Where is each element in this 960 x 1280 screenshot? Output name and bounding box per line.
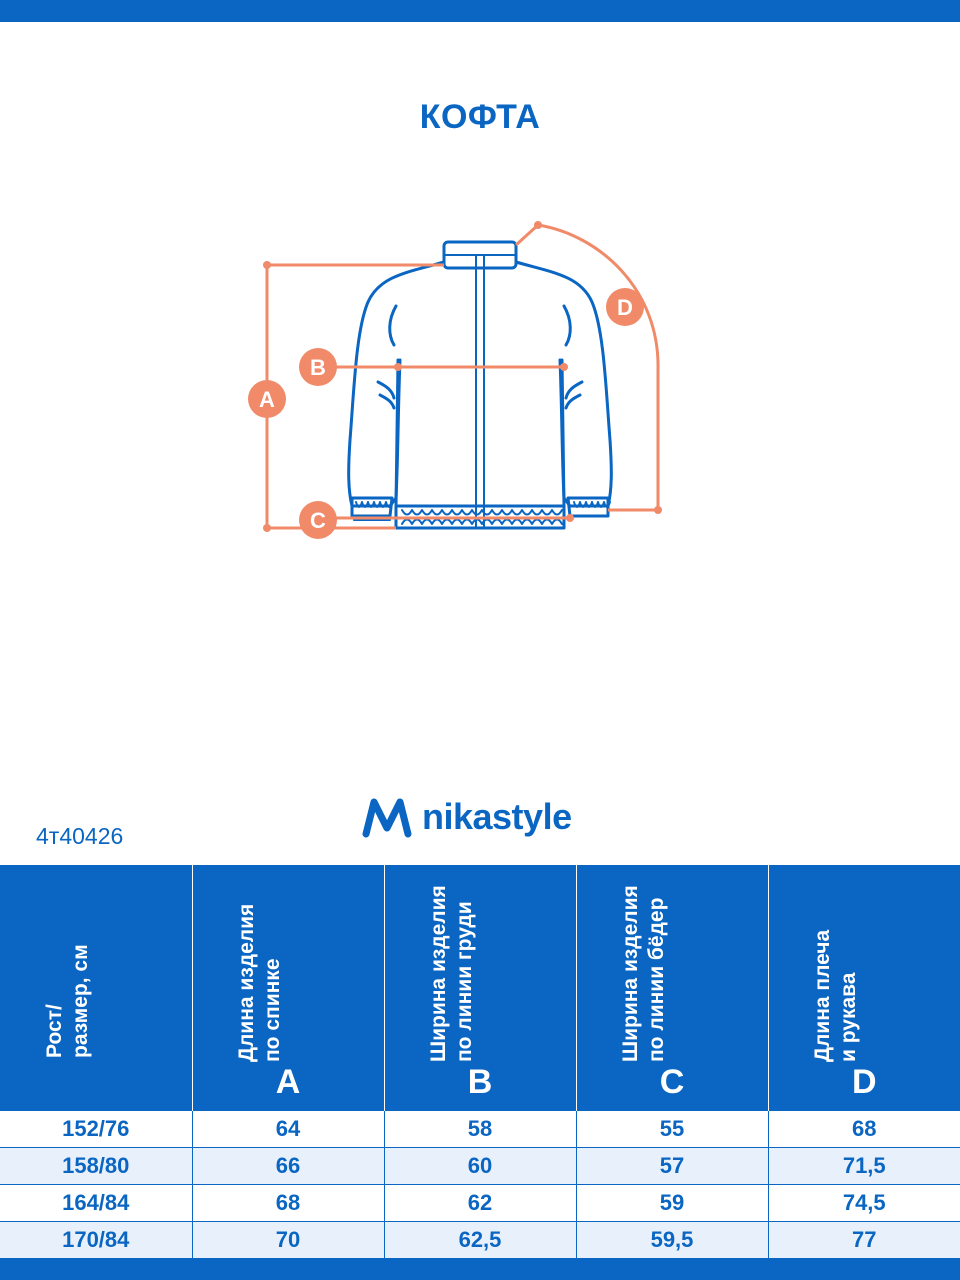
table-cell: 64 <box>191 1110 385 1148</box>
table-cell: 62,5 <box>383 1221 577 1259</box>
header-line: Ширина изделия <box>619 885 642 1062</box>
table-cell: 74,5 <box>767 1184 960 1222</box>
table-cell: 59,5 <box>575 1221 769 1259</box>
jacket-drawing <box>347 240 613 530</box>
table-row: 170/84 70 62,5 59,5 77 <box>0 1221 960 1259</box>
bottom-bar <box>0 1258 960 1280</box>
header-line: Длина изделия <box>235 903 258 1062</box>
page-title: КОФТА <box>419 98 541 136</box>
table-header-row: Рост/ размер, см Длина изделия по спинке… <box>0 865 960 1111</box>
svg-text:A: A <box>259 387 275 412</box>
header-b-chest-width: Ширина изделия по линии груди B <box>383 865 577 1111</box>
size-table: Рост/ размер, см Длина изделия по спинке… <box>0 865 960 1259</box>
svg-text:B: B <box>310 355 326 380</box>
table-cell: 66 <box>191 1147 385 1185</box>
table-cell: 60 <box>383 1147 577 1185</box>
table-cell: 58 <box>383 1110 577 1148</box>
header-a-back-length: Длина изделия по спинке A <box>191 865 385 1111</box>
svg-text:C: C <box>310 508 326 533</box>
top-bar <box>0 0 960 22</box>
table-cell: 152/76 <box>0 1110 193 1148</box>
table-cell: 57 <box>575 1147 769 1185</box>
header-line: Ширина изделия <box>427 885 450 1062</box>
table-cell: 77 <box>767 1221 960 1259</box>
header-letter: C <box>659 1063 685 1101</box>
table-cell: 68 <box>767 1110 960 1148</box>
measurement-dots <box>263 221 662 532</box>
header-line: по линии груди <box>453 901 476 1062</box>
header-line: по линии бёдер <box>645 897 668 1062</box>
marker-c: C <box>299 501 337 539</box>
table-row: 152/76 64 58 55 68 <box>0 1110 960 1148</box>
header-line: и рукава <box>837 972 861 1062</box>
table-cell: 70 <box>191 1221 385 1259</box>
header-height-size: Рост/ размер, см <box>0 865 193 1111</box>
table-row: 164/84 68 62 59 74,5 <box>0 1184 960 1222</box>
table-cell: 68 <box>191 1184 385 1222</box>
table-cell: 164/84 <box>0 1184 193 1222</box>
header-line: размер, см <box>68 944 92 1058</box>
marker-b: B <box>299 348 337 386</box>
header-letter: D <box>851 1063 877 1101</box>
header-letter: A <box>275 1063 301 1101</box>
header-d-shoulder-sleeve: Длина плеча и рукава D <box>767 865 960 1111</box>
article-number: 4т40426 <box>36 823 124 849</box>
table-cell: 62 <box>383 1184 577 1222</box>
marker-d: D <box>606 288 644 326</box>
wave-n-logo-icon <box>362 798 412 838</box>
table-row: 158/80 66 60 57 71,5 <box>0 1147 960 1185</box>
table-cell: 170/84 <box>0 1221 193 1259</box>
header-line: Рост/ <box>42 1004 66 1058</box>
header-letter: B <box>467 1063 493 1101</box>
table-cell: 71,5 <box>767 1147 960 1185</box>
brand: nikastyle <box>362 794 572 840</box>
table-cell: 59 <box>575 1184 769 1222</box>
marker-a: A <box>248 380 286 418</box>
garment-measurement-diagram: A B C D <box>248 221 662 539</box>
brand-name: nikastyle <box>422 796 572 837</box>
svg-text:D: D <box>617 295 633 320</box>
header-c-hip-width: Ширина изделия по линии бёдер C <box>575 865 769 1111</box>
table-cell: 158/80 <box>0 1147 193 1185</box>
header-line: по спинке <box>261 958 284 1063</box>
header-line: Длина плеча <box>811 929 835 1062</box>
table-cell: 55 <box>575 1110 769 1148</box>
